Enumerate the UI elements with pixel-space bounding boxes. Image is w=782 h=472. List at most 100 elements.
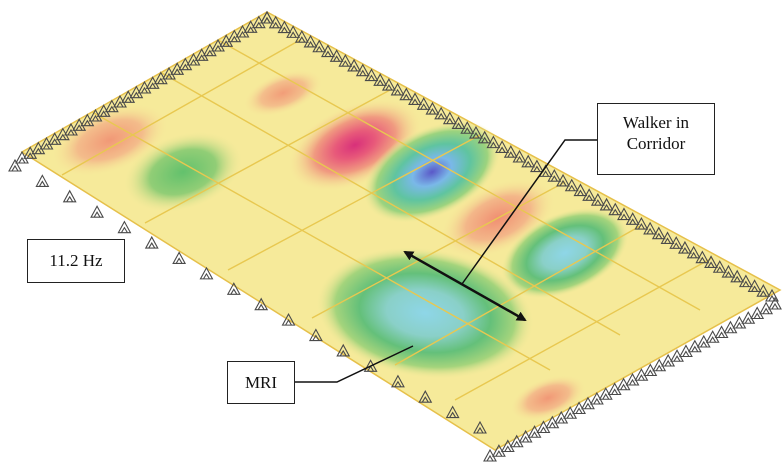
support-pin-icon — [381, 77, 396, 91]
support-pin-icon — [117, 220, 132, 234]
support-pin-icon — [721, 264, 736, 278]
support-pin-icon — [451, 116, 466, 129]
positive-lobe-bottom — [509, 374, 587, 422]
support-pin-icon — [477, 130, 492, 144]
support-pin-icon — [399, 87, 414, 101]
support-pin-icon — [416, 97, 431, 110]
support-pin-icon — [347, 58, 361, 72]
support-pin-icon — [486, 135, 501, 149]
support-pin-icon — [391, 374, 405, 388]
support-pin-icon — [696, 334, 711, 348]
support-pin-icon — [445, 405, 460, 419]
support-pin-icon — [495, 140, 510, 153]
support-pin-icon — [738, 274, 753, 288]
negative-lobe-right — [500, 207, 630, 299]
support-pin-icon — [473, 420, 487, 434]
support-pin-icon — [268, 15, 283, 29]
walker-text-line2: Corridor — [626, 134, 686, 154]
mri-leader-line — [295, 345, 414, 383]
support-pin-icon — [172, 251, 187, 265]
support-pin-icon — [199, 266, 214, 280]
walker-text-line1: Walker in — [622, 113, 690, 132]
support-pin-icon — [643, 363, 658, 377]
support-pin-icon — [564, 178, 579, 192]
support-pin-icon — [512, 149, 527, 163]
support-pin-icon — [750, 306, 765, 320]
support-pin-icon — [590, 192, 605, 206]
support-pin-icon — [260, 10, 274, 24]
support-pin-icon — [483, 448, 497, 462]
support-pin-icon — [277, 20, 292, 34]
support-pin-icon — [660, 231, 675, 245]
support-pin-icon — [434, 106, 449, 120]
support-pin-icon — [308, 328, 323, 342]
support-pin-icon — [303, 34, 318, 48]
floor-slab — [20, 11, 782, 451]
support-pin-icon — [226, 282, 241, 295]
support-pin-icon — [556, 173, 570, 187]
mri-label: MRI — [227, 361, 295, 404]
support-pin-icon — [364, 68, 379, 82]
support-pin-icon — [294, 30, 309, 43]
support-pin-icon — [390, 82, 405, 96]
support-pin-icon — [582, 188, 597, 201]
support-pin-icon — [756, 284, 771, 297]
support-pin-icon — [670, 349, 684, 362]
support-pin-icon — [732, 315, 747, 329]
support-pin-icon — [144, 235, 159, 249]
support-pin-icon — [418, 390, 433, 403]
mri-text: MRI — [244, 373, 278, 392]
support-pin-icon — [643, 221, 658, 235]
support-pin-icon — [573, 183, 588, 197]
support-pin-icon — [679, 344, 693, 358]
support-pin-icon — [338, 53, 353, 67]
support-pin-icon — [469, 125, 483, 139]
support-pin-icon — [35, 174, 50, 187]
support-pin-icon — [521, 154, 536, 168]
support-pin-icon — [686, 245, 701, 259]
support-pin-icon — [373, 73, 388, 86]
support-pin-icon — [608, 202, 623, 216]
support-pin-icon — [547, 169, 562, 182]
support-pin-icon — [714, 325, 729, 339]
support-pins — [8, 10, 782, 462]
support-pin-icon — [503, 145, 518, 158]
support-pin-icon — [529, 159, 544, 173]
support-pin-icon — [336, 343, 351, 357]
support-pin-icon — [8, 158, 22, 172]
support-pin-icon — [652, 358, 667, 372]
positive-lobe-top — [242, 69, 324, 117]
support-pin-icon — [599, 197, 614, 211]
frequency-label: 11.2 Hz — [27, 239, 125, 283]
support-pin-icon — [759, 301, 774, 315]
walker-leader-line — [461, 139, 597, 285]
walker-path-arrow — [403, 250, 527, 322]
support-pin-icon — [747, 279, 762, 292]
support-pin-icon — [687, 339, 702, 353]
support-pin-icon — [768, 296, 782, 310]
support-pin-icon — [460, 121, 475, 134]
support-pin-icon — [625, 212, 640, 225]
support-pin-icon — [90, 205, 104, 218]
support-pin-icon — [705, 330, 720, 343]
support-pin-icon — [254, 297, 269, 311]
frequency-text: 11.2 Hz — [49, 251, 103, 270]
support-pin-icon — [723, 320, 738, 334]
support-pin-icon — [704, 255, 718, 268]
support-pin-icon — [669, 236, 684, 249]
support-pin-icon — [62, 189, 77, 203]
support-pin-icon — [651, 226, 666, 240]
support-pin-icon — [312, 39, 327, 53]
support-pin-icon — [442, 111, 457, 125]
support-pin-icon — [741, 311, 756, 324]
support-pin-icon — [408, 92, 422, 106]
slab-gridlines — [61, 39, 713, 401]
support-pin-icon — [355, 63, 370, 77]
support-pin-icon — [695, 250, 710, 264]
support-pin-icon — [634, 216, 649, 230]
support-pin-icon — [329, 49, 344, 62]
support-pin-icon — [661, 353, 676, 367]
negative-lobe-left — [122, 131, 244, 213]
